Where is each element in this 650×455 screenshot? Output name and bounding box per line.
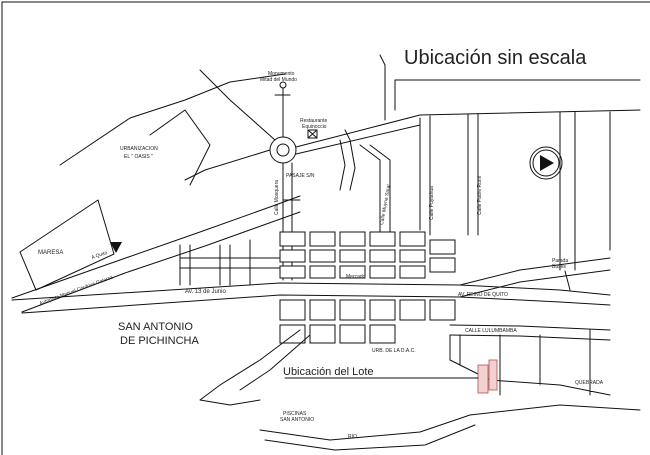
autopista-road (11, 195, 301, 313)
monumento-label-1: Monumento (268, 71, 295, 77)
north-arrow-icon (529, 146, 563, 180)
maresa-label: MARESA (38, 250, 63, 256)
west-streets (179, 239, 281, 286)
upper-right-roads (379, 54, 641, 271)
urbanizacion-label-1: URBANIZACION (120, 146, 158, 152)
san-antonio-label-1: SAN ANTONIO (118, 321, 193, 333)
av-reino-quito (459, 257, 611, 298)
monumento-roundabout (184, 69, 641, 181)
maresa-lot (19, 199, 115, 291)
piscinas-label-2: SAN ANTONIO (280, 417, 314, 423)
parada-label-1: Parada (552, 258, 568, 264)
restaurant-marker-icon (307, 129, 318, 139)
urbanizacion-label-2: EL " OASIS " (124, 154, 153, 160)
rio-label: RIO (348, 434, 357, 440)
restaurante-label-1: Restaurante (300, 118, 327, 124)
lot-parcel (477, 359, 498, 394)
calle-lulumbamba-label: CALLE LULUMBAMBA (465, 328, 517, 334)
calle-padre-rumi-label: Calle Padre Rumi (477, 176, 483, 215)
a-quito-label: A Quito (91, 250, 109, 261)
river (259, 404, 641, 451)
mercado-label: Mercado (346, 274, 366, 280)
restaurante-label-2: Equinoccio (302, 124, 327, 130)
oasis-boundary (59, 73, 286, 186)
monumento-label-2: Mitad del Mundo (260, 77, 297, 83)
parada-label-2: Buses (552, 264, 566, 270)
maresa-marker-icon (110, 242, 122, 253)
stream (339, 129, 356, 191)
muyna-sarar-road (359, 144, 391, 236)
piscinas-label-1: PISCINAS (283, 411, 307, 417)
av-reino-quito-label: AV. REINO DE QUITO (458, 292, 508, 298)
parada-pointer (564, 270, 571, 291)
map-title: Ubicación sin escala (404, 47, 587, 69)
south-curve-road (199, 329, 311, 406)
quebrada-label: QUEBRADA (575, 380, 604, 386)
pasaje-label: PASAJE S/N (286, 173, 315, 179)
av-13-junio-label: Av. 13 de Junio (185, 289, 226, 295)
calle-mosquera-label: Calle Mosquera (274, 180, 280, 215)
city-grid (279, 231, 456, 344)
autopista-label: Autopista Manuel Córdova Galarza (39, 275, 114, 307)
ubicacion-lote-label: Ubicación del Lote (283, 366, 374, 378)
san-antonio-label-2: DE PICHINCHA (120, 335, 200, 347)
calle-puytahua-label: Calle Puytahua (429, 186, 435, 220)
urb-dac-label: URB. DE LA D.A.C. (372, 348, 416, 354)
calle-lulumbamba (449, 324, 611, 341)
